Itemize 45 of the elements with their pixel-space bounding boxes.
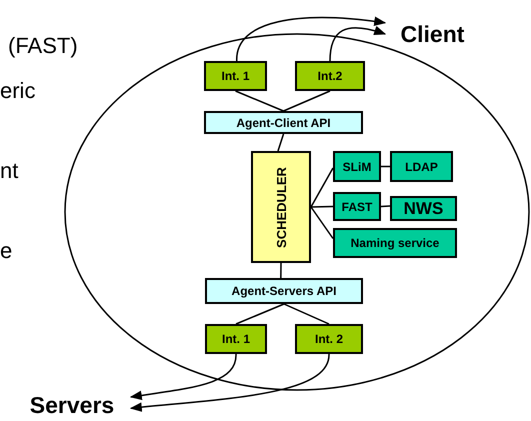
service-box	[390, 196, 457, 221]
connector-line	[381, 166, 390, 168]
connector-line	[284, 303, 330, 325]
service-box	[390, 151, 453, 182]
vertical-label: SCHEDULER	[274, 166, 288, 248]
box-label: NWS	[404, 198, 444, 218]
box-label: FAST	[342, 200, 372, 214]
connector-line	[236, 303, 284, 325]
service-box	[333, 228, 457, 258]
api-box	[204, 111, 363, 134]
connector-line	[235, 90, 284, 112]
service-box	[333, 192, 381, 221]
box-label: LDAP	[405, 160, 438, 174]
connector-line	[310, 206, 334, 239]
arrow	[130, 354, 237, 400]
text-fragment: (FAST)	[8, 33, 78, 59]
box-label: Int. 1	[222, 332, 250, 346]
box-label: Naming service	[350, 236, 440, 250]
interface-box	[204, 61, 267, 91]
arrow	[236, 16, 386, 62]
connector-line	[310, 206, 334, 208]
text-fragment: nt	[0, 158, 18, 184]
interface-box	[205, 324, 267, 354]
endpoint-label: Client	[385, 18, 480, 50]
scheduler-box	[251, 151, 311, 263]
interface-box	[295, 61, 365, 91]
box-label: SLiM	[342, 160, 372, 174]
endpoint-label: Servers	[13, 389, 131, 421]
api-box	[205, 278, 363, 304]
arrow	[329, 26, 386, 62]
service-box	[333, 151, 381, 182]
connector-line	[380, 205, 390, 208]
text-fragment: e	[0, 238, 12, 264]
arrow	[130, 354, 330, 412]
connector-line	[280, 263, 282, 278]
box-label: Agent-Servers API	[232, 284, 336, 298]
connector-line	[283, 90, 330, 112]
box-label: Int.2	[318, 69, 342, 83]
interface-box	[295, 324, 363, 354]
box-label: Int. 2	[314, 332, 343, 346]
box-label: Agent-Client API	[236, 116, 331, 130]
text-fragment: eric	[0, 78, 36, 104]
box-label: Int. 1	[221, 69, 250, 83]
connector-line	[277, 134, 284, 152]
connector-line	[310, 168, 334, 208]
